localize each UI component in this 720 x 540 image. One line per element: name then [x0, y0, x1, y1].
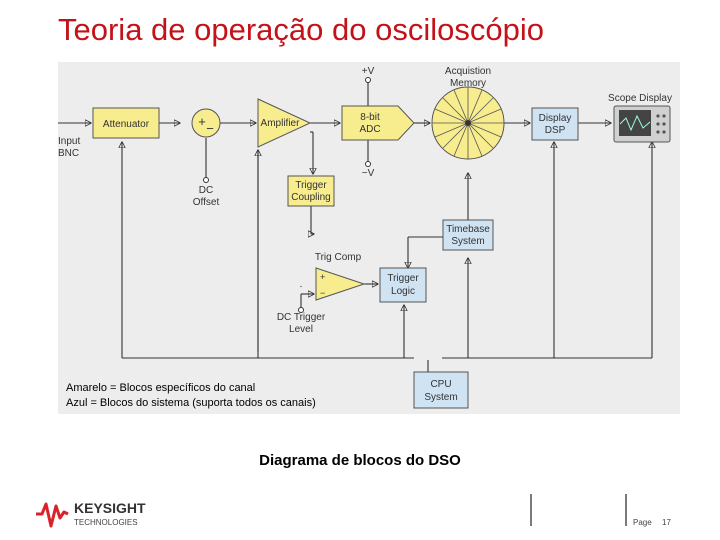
adc-block — [341, 105, 415, 141]
timebase-label-1: Timebase — [446, 224, 490, 235]
attenuator-block — [92, 107, 160, 139]
summing-minus: − — [206, 121, 214, 136]
dc-offset-label-2: Offset — [193, 197, 220, 208]
trigger-logic-block — [379, 267, 427, 303]
attenuator-label: Attenuator — [103, 119, 150, 130]
minus-v-terminal — [365, 161, 371, 167]
memory-wheel-hub — [465, 120, 471, 126]
plus-v-terminal — [365, 77, 371, 83]
trig-comp-plus: + — [320, 272, 325, 282]
display-dsp-block — [531, 107, 579, 141]
summing-node — [191, 108, 221, 138]
acquisition-label-2: Memory — [450, 78, 486, 89]
cpu-label-1: CPU — [430, 379, 451, 390]
amplifier-block — [257, 98, 312, 148]
dc-trigger-level-label-2: Level — [289, 324, 313, 335]
adc-label-2: ADC — [359, 124, 380, 135]
trigger-logic-label-2: Logic — [391, 286, 415, 297]
input-label-2: BNC — [58, 148, 79, 159]
legend-blue: Azul = Blocos do sistema (suporta todos … — [66, 397, 316, 409]
footer-divider-1 — [530, 494, 532, 526]
keysight-logo: KEYSIGHT TECHNOLOGIES — [34, 496, 194, 532]
summing-plus: + — [198, 114, 206, 129]
cpu-system-block — [413, 371, 469, 409]
trig-comp-block — [315, 267, 366, 301]
timebase-system-block — [442, 219, 494, 251]
page-number: 17 — [662, 518, 671, 527]
dso-block-diagram: Input BNC Attenuator + − DC Offset Ampli… — [58, 62, 680, 414]
trigger-logic-label-1: Trigger — [387, 273, 419, 284]
display-dsp-label-1: Display — [539, 113, 572, 124]
dc-offset-terminal — [203, 177, 209, 183]
amplifier-label: Amplifier — [261, 118, 301, 129]
slide-title: Teoria de operação do osciloscópio — [58, 12, 544, 47]
acquisition-label-1: Acquistion — [445, 66, 491, 77]
trigger-coupling-label-1: Trigger — [295, 180, 327, 191]
input-label-1: Input — [58, 136, 80, 147]
display-dsp-label-2: DSP — [545, 125, 566, 136]
signal-wires — [58, 80, 652, 372]
trigger-coupling-label-2: Coupling — [291, 192, 330, 203]
logo-line2: TECHNOLOGIES — [74, 518, 138, 527]
page-label: Page — [633, 518, 652, 527]
adc-label-1: 8-bit — [360, 112, 380, 123]
trig-comp-label: Trig Comp — [315, 252, 362, 263]
scope-display-icon — [613, 105, 671, 143]
timebase-label-2: System — [451, 236, 484, 247]
minus-v-label: −V — [362, 168, 375, 179]
dc-offset-label-1: DC — [199, 185, 213, 196]
footer-divider-2 — [625, 494, 627, 526]
diagram-caption: Diagrama de blocos do DSO — [259, 452, 461, 469]
logo-line1: KEYSIGHT — [74, 500, 146, 516]
trigger-coupling-block — [287, 175, 335, 207]
plus-v-label: +V — [362, 66, 375, 77]
cpu-label-2: System — [424, 392, 457, 403]
trig-comp-minus: − — [320, 288, 325, 298]
legend-yellow: Amarelo = Blocos específicos do canal — [66, 382, 255, 394]
dc-trigger-level-terminal — [298, 307, 304, 313]
keysight-wave-icon: KEYSIGHT TECHNOLOGIES — [36, 500, 146, 528]
dc-trigger-level-label-1: DC Trigger — [277, 312, 326, 323]
scope-display-label: Scope Display — [608, 93, 672, 104]
